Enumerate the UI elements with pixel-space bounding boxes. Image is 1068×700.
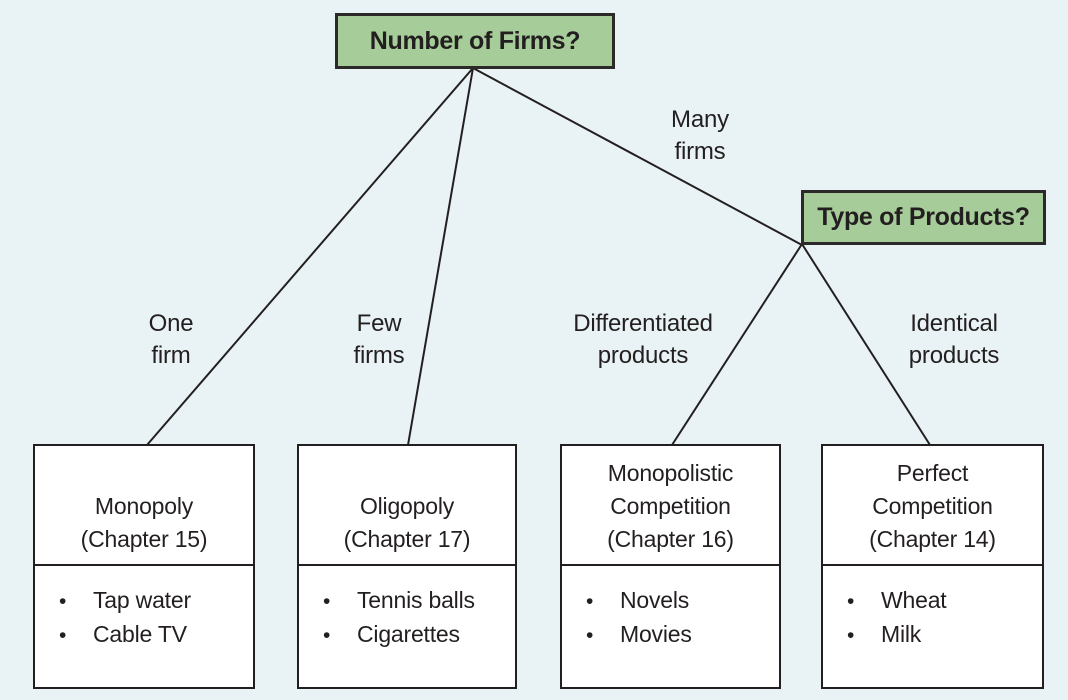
decision-node-type-of-products: Type of Products? (801, 190, 1046, 245)
outcome-title-line: Competition (872, 493, 993, 519)
branch-label-many-firms-line1: Many (671, 106, 729, 133)
example-label: Movies (620, 621, 692, 647)
branch-label-identical-products-line2: products (908, 342, 1000, 369)
bullet-icon: • (586, 590, 594, 613)
example-label: Wheat (881, 587, 947, 613)
decision-node-type-of-products-label: Type of Products? (817, 203, 1030, 231)
example-label: Novels (620, 587, 690, 613)
outcome-node-monopoly: Monopoly (Chapter 15) • Tap water • Cabl… (33, 444, 255, 689)
bullet-icon: • (59, 590, 67, 613)
outcome-examples-oligopoly: • Tennis balls • Cigarettes (299, 566, 515, 687)
example-item: • Movies (586, 618, 775, 652)
branch-label-identical-products: Identical products (908, 308, 1000, 372)
outcome-node-oligopoly: Oligopoly (Chapter 17) • Tennis balls • … (297, 444, 517, 689)
branch-label-few-firms: Few firms (354, 308, 405, 372)
edge-identical (801, 243, 931, 446)
example-label: Cable TV (93, 621, 187, 647)
bullet-icon: • (847, 590, 855, 613)
outcome-examples-monopoly: • Tap water • Cable TV (35, 566, 253, 687)
branch-label-differentiated-products-line1: Differentiated (573, 310, 713, 337)
outcome-title-line: Monopolistic (607, 460, 734, 486)
example-label: Tap water (93, 587, 191, 613)
branch-label-identical-products-line1: Identical (910, 310, 998, 337)
branch-label-one-firm-line1: One (148, 310, 194, 337)
branch-label-one-firm: One firm (149, 308, 194, 372)
example-label: Cigarettes (357, 621, 460, 647)
outcome-title-line: Monopoly (94, 493, 194, 519)
outcome-title-oligopoly: Oligopoly (Chapter 17) (299, 446, 515, 566)
example-item: • Novels (586, 584, 775, 618)
outcome-title-line: Competition (610, 493, 731, 519)
branch-label-one-firm-line2: firm (151, 342, 191, 369)
outcome-title-line: Oligopoly (359, 493, 455, 519)
bullet-icon: • (847, 624, 855, 647)
outcome-title-line: (Chapter 16) (607, 526, 734, 552)
outcome-title-perfect-competition: Perfect Competition (Chapter 14) (823, 446, 1042, 566)
example-label: Tennis balls (357, 587, 475, 613)
bullet-icon: • (586, 624, 594, 647)
outcome-examples-monopolistic-competition: • Novels • Movies (562, 566, 779, 687)
bullet-icon: • (323, 624, 331, 647)
bullet-icon: • (323, 590, 331, 613)
example-item: • Cable TV (59, 618, 249, 652)
outcome-node-monopolistic-competition: Monopolistic Competition (Chapter 16) • … (560, 444, 781, 689)
example-item: • Milk (847, 618, 1038, 652)
edge-one-firm (146, 67, 474, 446)
outcome-title-monopoly: Monopoly (Chapter 15) (35, 446, 253, 566)
branch-label-many-firms-line2: firms (674, 138, 726, 165)
edge-differentiated (671, 243, 803, 446)
outcome-examples-perfect-competition: • Wheat • Milk (823, 566, 1042, 687)
outcome-node-perfect-competition: Perfect Competition (Chapter 14) • Wheat… (821, 444, 1044, 689)
bullet-icon: • (59, 624, 67, 647)
outcome-title-line: Perfect (896, 460, 969, 486)
edge-few-firms (407, 67, 474, 446)
example-item: • Tennis balls (323, 584, 511, 618)
branch-label-few-firms-line2: firms (353, 342, 405, 369)
example-label: Milk (881, 621, 922, 647)
branch-label-differentiated-products: Differentiated products (573, 308, 713, 372)
outcome-title-line: (Chapter 17) (343, 526, 471, 552)
outcome-title-line: (Chapter 15) (80, 526, 208, 552)
decision-node-number-of-firms: Number of Firms? (335, 13, 615, 69)
outcome-title-monopolistic-competition: Monopolistic Competition (Chapter 16) (562, 446, 779, 566)
branch-label-many-firms: Many firms (671, 104, 729, 168)
decision-node-number-of-firms-label: Number of Firms? (369, 26, 581, 55)
branch-label-few-firms-line1: Few (356, 310, 402, 337)
example-item: • Wheat (847, 584, 1038, 618)
edge-many-firms (472, 67, 803, 246)
example-item: • Cigarettes (323, 618, 511, 652)
outcome-title-line: (Chapter 14) (869, 526, 996, 552)
example-item: • Tap water (59, 584, 249, 618)
branch-label-differentiated-products-line2: products (597, 342, 689, 369)
